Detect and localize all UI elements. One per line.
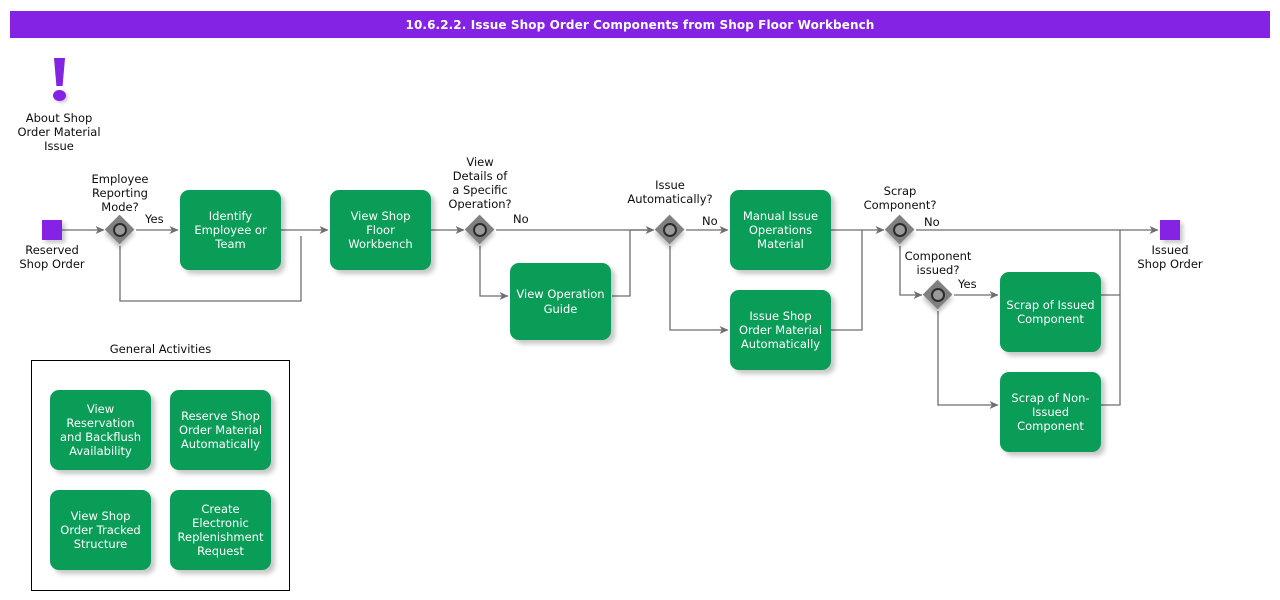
gateway-component-issued[interactable] bbox=[923, 280, 953, 310]
task-view-operation-guide[interactable]: View Operation Guide bbox=[510, 263, 611, 340]
gateway-ring-icon bbox=[473, 223, 487, 237]
gateway-view-details-label: View Details of a Specific Operation? bbox=[448, 155, 512, 212]
edge-label-no-scrap-component: No bbox=[924, 215, 940, 229]
gateway-employee-reporting-mode[interactable] bbox=[105, 215, 135, 245]
edge-label-yes-employee: Yes bbox=[145, 212, 164, 226]
gateway-ring-icon bbox=[931, 288, 945, 302]
task-manual-issue-operations-material[interactable]: Manual Issue Operations Material bbox=[730, 190, 831, 270]
task-identify-employee-or-team[interactable]: Identify Employee or Team bbox=[180, 190, 281, 270]
task-scrap-of-non-issued-component[interactable]: Scrap of Non- Issued Component bbox=[1000, 372, 1101, 452]
gateway-scrap-component[interactable] bbox=[885, 215, 915, 245]
general-activities-title: General Activities bbox=[109, 342, 212, 356]
annotation-label: About Shop Order Material Issue bbox=[17, 111, 101, 154]
exclamation-bar bbox=[54, 58, 65, 86]
page-title-bar: 10.6.2.2. Issue Shop Order Components fr… bbox=[10, 11, 1270, 38]
edge-label-no-issue-automatically: No bbox=[702, 214, 718, 228]
gateway-ring-icon bbox=[113, 223, 127, 237]
end-event-issued-shop-order[interactable] bbox=[1160, 220, 1180, 240]
gateway-issue-automatically-label: Issue Automatically? bbox=[627, 178, 713, 207]
edge-guide-to-merge bbox=[612, 230, 631, 297]
edge-scrap-issued-to-end bbox=[1100, 230, 1121, 296]
page-title: 10.6.2.2. Issue Shop Order Components fr… bbox=[405, 17, 875, 32]
gateway-ring-icon bbox=[893, 223, 907, 237]
exclamation-icon bbox=[52, 58, 68, 106]
start-event-label: Reserved Shop Order bbox=[19, 243, 85, 272]
task-reserve-shop-order-material-automatically[interactable]: Reserve Shop Order Material Automaticall… bbox=[170, 390, 271, 470]
task-create-electronic-replenishment-request[interactable]: Create Electronic Replenishment Request bbox=[170, 490, 271, 570]
edge-scrap-nonissued-to-end bbox=[1100, 295, 1121, 406]
gateway-ring-icon bbox=[663, 223, 677, 237]
task-view-reservation-and-backflush-availability[interactable]: View Reservation and Backflush Availabil… bbox=[50, 390, 151, 470]
edge-gw2-to-guide bbox=[479, 246, 509, 300]
end-event-label: Issued Shop Order bbox=[1137, 243, 1203, 272]
task-view-shop-order-tracked-structure[interactable]: View Shop Order Tracked Structure bbox=[50, 490, 151, 570]
general-activities-group bbox=[31, 360, 290, 591]
edge-gw3-to-auto bbox=[669, 246, 729, 334]
task-issue-shop-order-material-automatically[interactable]: Issue Shop Order Material Automatically bbox=[730, 290, 831, 370]
task-scrap-of-issued-component[interactable]: Scrap of Issued Component bbox=[1000, 272, 1101, 352]
gateway-component-issued-label: Component issued? bbox=[904, 249, 972, 278]
gateway-issue-automatically[interactable] bbox=[655, 215, 685, 245]
task-view-shop-floor-workbench[interactable]: View Shop Floor Workbench bbox=[330, 190, 431, 270]
exclamation-dot bbox=[53, 90, 66, 101]
edge-label-no-view-details: No bbox=[513, 212, 529, 226]
edge-label-yes-component-issued: Yes bbox=[958, 277, 977, 291]
gateway-employee-reporting-mode-label: Employee Reporting Mode? bbox=[91, 172, 149, 215]
start-event-reserved-shop-order[interactable] bbox=[42, 220, 62, 240]
gateway-scrap-component-label: Scrap Component? bbox=[863, 184, 937, 213]
gateway-view-details-of-specific-operation[interactable] bbox=[465, 215, 495, 245]
edge-auto-to-merge bbox=[830, 230, 863, 331]
edge-gw5-to-scrap-nonissued bbox=[937, 311, 999, 409]
